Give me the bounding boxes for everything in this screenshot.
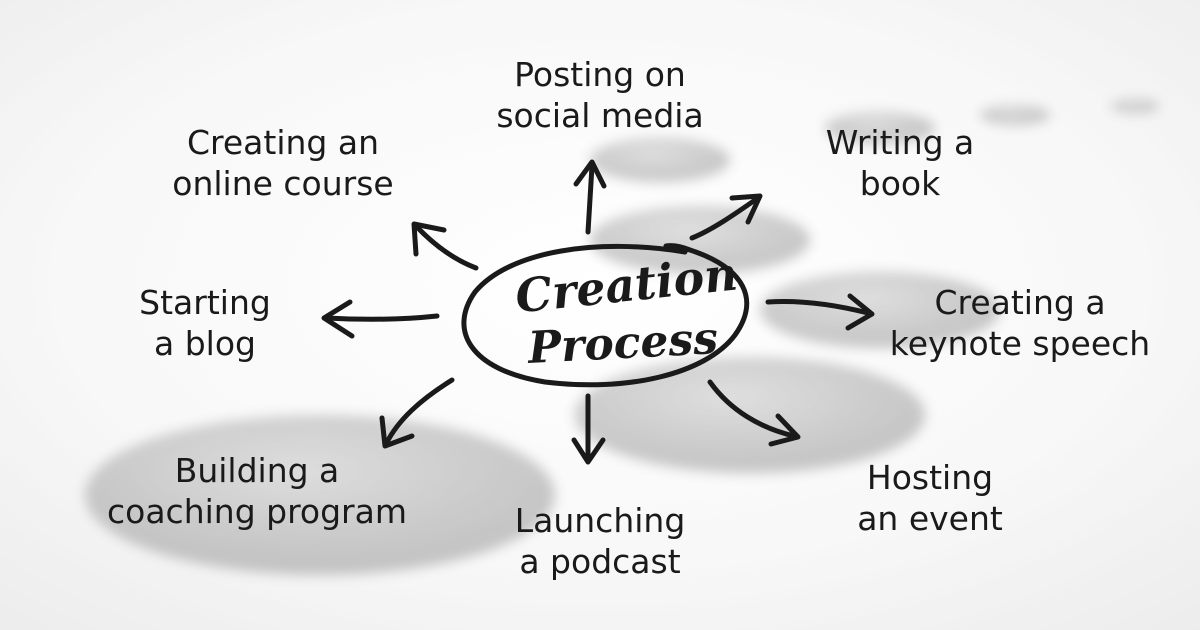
node-keynote: Creating a keynote speech xyxy=(882,282,1158,364)
arrowhead-blog xyxy=(321,299,355,339)
stone-far-2 xyxy=(980,105,1050,125)
node-social-media-line1: Posting on xyxy=(514,55,686,94)
arrow-to-book xyxy=(689,195,761,241)
node-coaching: Building a coaching program xyxy=(98,450,416,532)
node-social-media: Posting on social media xyxy=(480,54,720,136)
arrowhead-coaching xyxy=(379,415,415,449)
stone-mid-bottom xyxy=(575,357,925,473)
node-course-line1: Creating an xyxy=(186,123,379,162)
node-podcast-line1: Launching xyxy=(514,501,686,540)
node-book-line2: book xyxy=(859,164,941,203)
arrowhead-keynote xyxy=(845,293,875,331)
stone-mid-right xyxy=(760,272,1000,348)
node-event-line1: Hosting xyxy=(866,458,994,497)
node-book: Writing a book xyxy=(805,122,995,204)
node-event: Hosting an event xyxy=(835,457,1025,539)
node-course: Creating an online course xyxy=(158,122,408,204)
stone-center xyxy=(590,206,810,274)
arrowhead-social-media xyxy=(573,159,607,189)
node-social-media-line2: social media xyxy=(496,96,704,135)
arrow-to-coaching xyxy=(383,377,455,447)
node-coaching-line1: Building a xyxy=(174,451,340,490)
stone-far-1 xyxy=(825,112,935,144)
arrow-to-course xyxy=(413,223,479,271)
node-book-line1: Writing a xyxy=(825,123,975,162)
stone-large-left xyxy=(85,415,555,575)
node-keynote-line2: keynote speech xyxy=(889,324,1151,363)
center-title-line2: Process xyxy=(526,313,720,374)
arrowhead-event xyxy=(768,413,801,447)
node-course-line2: online course xyxy=(172,164,394,203)
node-podcast: Launching a podcast xyxy=(485,500,715,582)
node-event-line2: an event xyxy=(857,499,1003,538)
node-podcast-line2: a podcast xyxy=(519,542,681,581)
node-blog-line1: Starting xyxy=(139,283,271,322)
arrow-to-social-media xyxy=(585,163,595,235)
arrowhead-podcast xyxy=(571,437,606,465)
node-blog: Starting a blog xyxy=(120,282,290,364)
node-keynote-line1: Creating a xyxy=(934,283,1106,322)
arrow-to-keynote xyxy=(765,298,871,316)
arrowhead-book xyxy=(729,193,763,225)
center-oval xyxy=(461,243,750,388)
arrowhead-course xyxy=(411,221,447,257)
node-coaching-line2: coaching program xyxy=(107,492,407,531)
node-blog-line2: a blog xyxy=(154,324,256,363)
arrow-to-event xyxy=(707,379,797,439)
stone-upper xyxy=(590,138,730,182)
stone-far-3 xyxy=(1111,99,1159,113)
arrow-to-blog xyxy=(323,313,440,322)
